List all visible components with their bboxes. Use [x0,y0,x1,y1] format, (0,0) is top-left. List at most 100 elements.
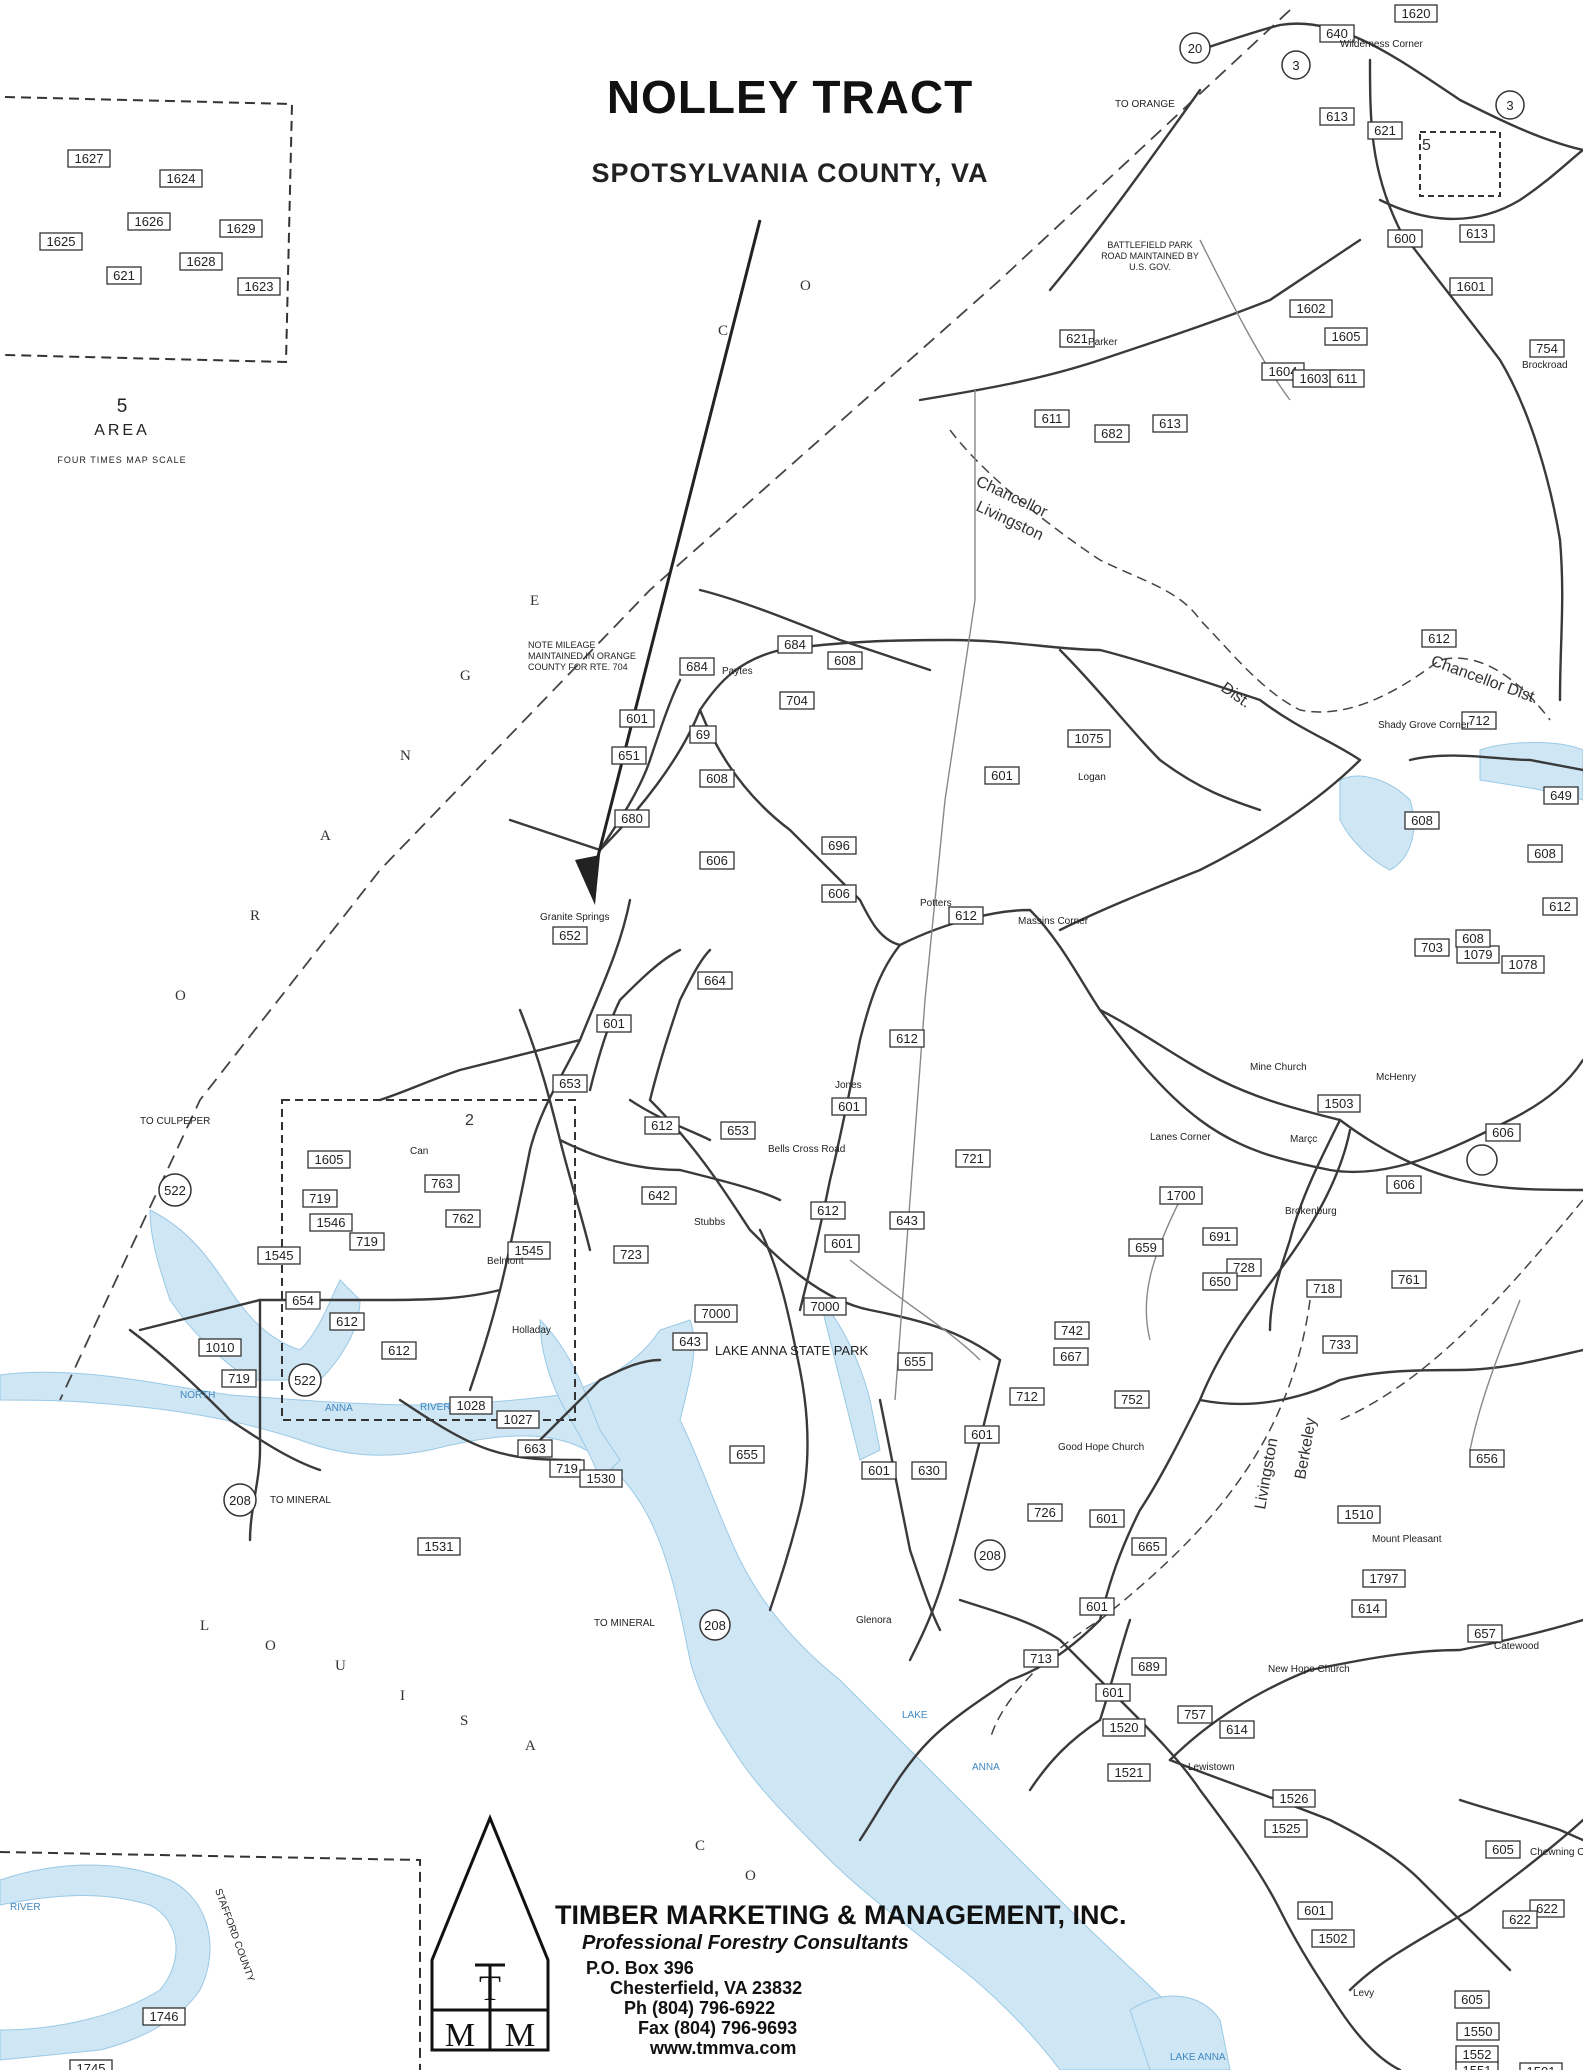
route-box [911,1461,947,1480]
route-box [142,2007,186,2026]
route-box [1034,409,1070,428]
route-number: 1797 [1370,1571,1399,1586]
route-number: 659 [1135,1240,1157,1255]
route-number: 1078 [1509,957,1538,972]
route-number: 684 [784,637,806,652]
route-box [1107,1763,1151,1782]
route-number: 1625 [47,234,76,249]
route-box [1455,2061,1499,2070]
route-box [1319,24,1355,43]
route-box [1177,1705,1213,1724]
county-letter: O [800,278,813,294]
route-box [517,1439,553,1458]
route-box [964,1425,1000,1444]
route-number: 622 [1509,1912,1531,1927]
route-box [821,836,857,855]
route-number: 680 [621,811,643,826]
route-number: 613 [1326,109,1348,124]
logo-letter: M [505,2017,535,2054]
water-label: STAFFORD COUNTY [212,1887,256,1983]
route-box [424,1174,460,1193]
route-box [1131,1537,1167,1556]
county-boundary [59,9,1291,1401]
route-box [1404,811,1440,830]
place-label: Belmont [487,1256,524,1267]
route-number: 605 [1492,1842,1514,1857]
inset-markers: 2 5 [465,137,1431,1129]
county-letter: G [460,668,473,684]
battlefield-note: BATTLEFIELD PARK ROAD MAINTAINED BY U.S.… [1101,240,1199,272]
route-box [1456,2022,1500,2041]
place-label: Potters [920,898,952,909]
shield-label: 208 [979,1548,1001,1563]
route-number: 643 [896,1213,918,1228]
route-number: 682 [1101,426,1123,441]
route-box [349,1232,385,1251]
route-box [1089,1509,1125,1528]
route-box [779,691,815,710]
water-label: LAKE [902,1710,928,1721]
inset-scale-text: FOUR TIMES MAP SCALE [57,455,186,465]
county-letter: R [250,908,262,924]
route-box [699,851,735,870]
route-number: 606 [1492,1125,1514,1140]
place-label: Good Hope Church [1058,1442,1144,1453]
route-number: 712 [1468,713,1490,728]
company-fax: Fax (804) 796-9693 [638,2018,798,2038]
place-label: Chewning Corner [1530,1847,1583,1858]
route-number: 650 [1209,1274,1231,1289]
route-number: 601 [603,1016,625,1031]
route-number: 664 [704,973,726,988]
route-box [672,1332,708,1351]
route-number: 601 [1304,1903,1326,1918]
route-number: 1624 [167,171,196,186]
route-box [1527,844,1563,863]
logo-letter: T [479,1968,501,2008]
route-number: 601 [1086,1599,1108,1614]
route-number: 621 [1374,123,1396,138]
route-number: 608 [1462,931,1484,946]
route-box [1131,1657,1167,1676]
shield-label: 522 [294,1373,316,1388]
route-number: 654 [292,1293,314,1308]
route-box [1324,327,1368,346]
company-address-2: Chesterfield, VA 23832 [610,1978,803,1998]
route-number: 601 [1096,1511,1118,1526]
route-box [861,1461,897,1480]
route-box [1009,1387,1045,1406]
route-box [1529,1899,1565,1918]
route-box [810,1201,846,1220]
route-number: 1545 [515,1243,544,1258]
route-number: 665 [1138,1539,1160,1554]
route-box [1219,1720,1255,1739]
route-number: 1520 [1110,1720,1139,1735]
route-box [720,1121,756,1140]
route-number: 667 [1060,1349,1082,1364]
shield-label: 522 [164,1183,186,1198]
route-box [827,651,863,670]
route-box [689,725,717,744]
county-letter: A [320,828,333,844]
route-number: 69 [696,727,710,742]
route-number: 1010 [206,1340,235,1355]
route-number: 612 [651,1118,673,1133]
route-number: 1604 [1269,364,1298,379]
inset-area-label: 5 AREA FOUR TIMES MAP SCALE [57,396,186,465]
place-label: Levy [1353,1988,1374,1999]
route-box [1519,2062,1563,2070]
orange-county-letters: O R A N G E C O [175,278,813,1004]
route-box [1128,1238,1164,1257]
place-label: Mount Pleasant [1372,1534,1442,1545]
route-number: 601 [626,711,648,726]
route-number: 1531 [425,1539,454,1554]
district-boundary [949,429,1583,1741]
route-number: 1028 [457,1398,486,1413]
route-number: 608 [1534,846,1556,861]
county-letter: A [525,1738,538,1754]
route-number: 1521 [1115,1765,1144,1780]
place-label: Lewistown [1188,1762,1235,1773]
route-box [1059,329,1095,348]
county-letter: E [530,593,541,609]
route-number: 719 [228,1371,250,1386]
